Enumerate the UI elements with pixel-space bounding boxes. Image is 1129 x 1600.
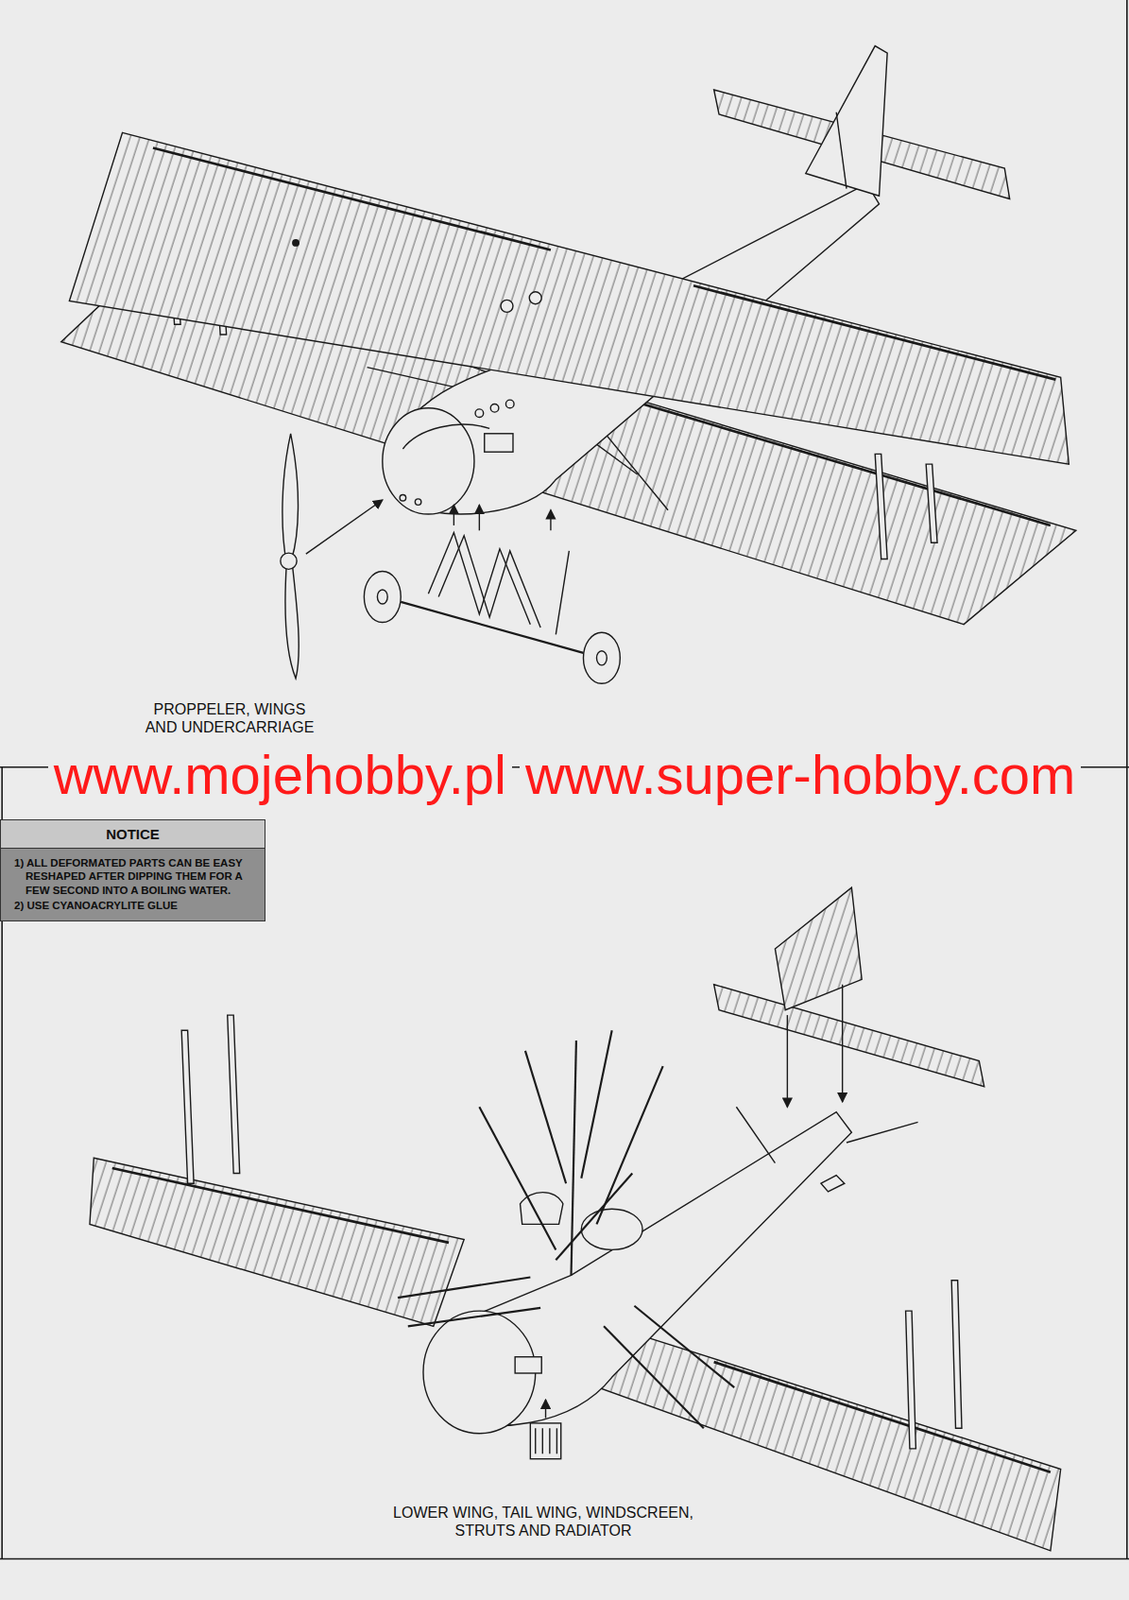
aileron-line xyxy=(153,148,551,251)
exhaust xyxy=(475,409,484,418)
radiator xyxy=(530,1422,561,1459)
undercarriage-strut xyxy=(427,531,531,624)
assembly-arrow xyxy=(306,499,383,554)
prop-hub xyxy=(280,552,297,569)
aileron-line xyxy=(714,1361,1051,1472)
assembly-arrow xyxy=(841,984,843,1102)
strut xyxy=(874,453,888,559)
tail-skid xyxy=(821,1175,845,1192)
brace xyxy=(603,1325,704,1428)
radiator-fin xyxy=(534,1427,536,1454)
strut xyxy=(906,1310,917,1449)
strut xyxy=(181,1029,194,1183)
vent xyxy=(399,495,406,501)
panel xyxy=(514,1356,542,1373)
notice-text: 2) USE CYANOACRYLITE GLUE xyxy=(0,896,265,920)
assembly-arrow xyxy=(478,504,480,531)
aileron-line xyxy=(693,285,1056,379)
strut xyxy=(227,1014,240,1173)
cabane-strut xyxy=(597,1065,664,1224)
tail-strut xyxy=(735,1106,775,1163)
section-caption: PROPPELER, WINGS AND UNDERCARRIAGE xyxy=(136,700,324,736)
frame-line xyxy=(0,1557,1129,1560)
brace xyxy=(633,1305,735,1387)
wheel xyxy=(363,571,401,623)
brace xyxy=(408,1307,541,1326)
section-caption: LOWER WING, TAIL WING, WINDSCREEN, STRUT… xyxy=(380,1503,707,1540)
hub xyxy=(597,650,608,666)
rudder-line xyxy=(836,112,847,189)
mark xyxy=(292,239,299,246)
hub xyxy=(376,589,388,604)
exhaust xyxy=(490,403,499,412)
strut xyxy=(951,1280,962,1429)
radiator-fin xyxy=(548,1427,550,1454)
frame-line xyxy=(1126,0,1129,1558)
fin xyxy=(805,46,888,197)
fin xyxy=(774,887,862,1010)
radiator-fin xyxy=(556,1427,558,1454)
filler-cap xyxy=(500,299,514,312)
assembly-arrow xyxy=(786,1014,788,1107)
notice-box: NOTICE1) ALL DEFORMATED PARTS CAN BE EAS… xyxy=(0,819,266,922)
cowl-line xyxy=(402,424,490,449)
panel xyxy=(484,433,514,452)
tailplane xyxy=(714,984,985,1087)
lower-wing-left xyxy=(89,1157,464,1326)
assembled-biplane xyxy=(61,46,1077,685)
brace xyxy=(397,1277,531,1299)
drawing-group xyxy=(0,0,1129,1558)
strut xyxy=(925,463,938,543)
exploded-biplane xyxy=(89,887,1061,1551)
notice-text: 1) ALL DEFORMATED PARTS CAN BE EASY RESH… xyxy=(0,848,265,897)
tail-strut xyxy=(846,1121,919,1143)
radiator-fin xyxy=(542,1427,544,1454)
aileron-line xyxy=(112,1167,449,1243)
watermark-row: www.mojehobby.plwww.super-hobby.com xyxy=(0,746,1129,804)
watermark: www.super-hobby.com xyxy=(519,746,1081,804)
exhaust xyxy=(505,399,514,409)
cabane-strut xyxy=(478,1106,556,1249)
assembly-arrow xyxy=(545,1399,547,1418)
cabane-strut xyxy=(525,1050,566,1183)
vent xyxy=(414,498,421,505)
upper-wing xyxy=(68,132,1069,464)
assembly-arrow xyxy=(453,504,455,526)
undercarriage-strut xyxy=(555,550,569,635)
watermark: www.mojehobby.pl xyxy=(48,746,513,804)
cabane-strut xyxy=(581,1029,612,1179)
cabane-strut xyxy=(555,1172,633,1260)
assembly-arrow xyxy=(549,510,551,531)
notice-heading: NOTICE xyxy=(0,820,265,849)
wheel xyxy=(582,632,620,684)
undercarriage-strut xyxy=(438,535,541,628)
filler-cap xyxy=(529,291,542,305)
cockpit xyxy=(581,1208,643,1249)
